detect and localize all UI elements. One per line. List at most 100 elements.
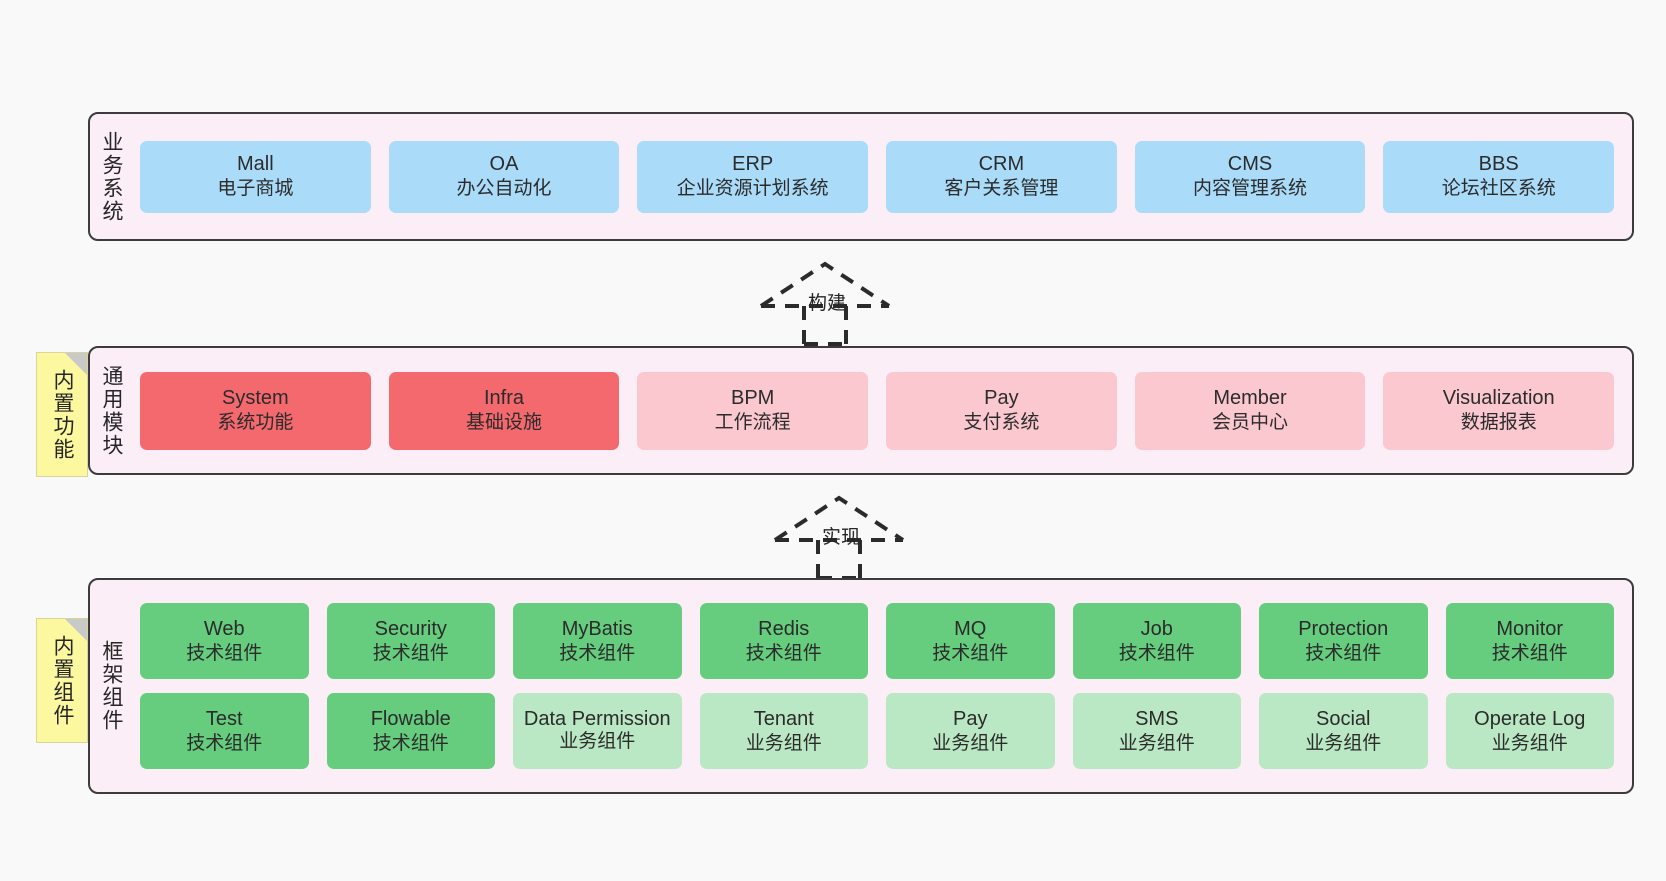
node-flowable[interactable]: Flowable 技术组件 (326, 693, 495, 769)
node-cn-label: 系统功能 (217, 412, 294, 434)
node-protection[interactable]: Protection 技术组件 (1259, 603, 1428, 679)
arrow-stem (802, 306, 848, 346)
node-en-label: Data Permission (523, 708, 671, 731)
layer-title-common: 通用模块 (100, 364, 124, 457)
node-cms[interactable]: CMS 内容管理系统 (1134, 140, 1366, 213)
node-cn-label: 基础设施 (466, 412, 543, 434)
note-builtin-components: 内置组件 (36, 618, 88, 743)
node-en-label: ERP (732, 153, 774, 176)
node-cn-label: 技术组件 (559, 642, 636, 664)
node-bpm[interactable]: BPM 工作流程 (637, 371, 869, 450)
node-erp[interactable]: ERP 企业资源计划系统 (637, 140, 869, 213)
node-cn-label: 企业资源计划系统 (676, 178, 829, 200)
node-cn-label: 工作流程 (714, 412, 791, 434)
layer-body-business: Mall 电子商城 OA 办公自动化 ERP 企业资源计划系统 CRM 客户关系… (132, 114, 1632, 239)
node-en-label: Member (1213, 387, 1287, 410)
node-test[interactable]: Test 技术组件 (140, 693, 309, 769)
node-security[interactable]: Security 技术组件 (326, 603, 495, 679)
node-en-label: Tenant (753, 707, 814, 730)
node-en-label: Job (1140, 617, 1173, 640)
node-cn-label: 支付系统 (963, 412, 1040, 434)
node-row: Mall 电子商城 OA 办公自动化 ERP 企业资源计划系统 CRM 客户关系… (140, 140, 1615, 213)
node-cn-label: 技术组件 (1305, 642, 1382, 664)
node-redis[interactable]: Redis 技术组件 (699, 603, 868, 679)
node-cn-label: 内容管理系统 (1193, 178, 1308, 200)
connector-implement: 实现 (771, 492, 911, 580)
node-cn-label: 技术组件 (186, 732, 263, 754)
node-system[interactable]: System 系统功能 (140, 371, 371, 450)
layer-body-framework: Web 技术组件 Security 技术组件 MyBatis 技术组件 Redi… (132, 580, 1632, 792)
node-pay[interactable]: Pay 支付系统 (886, 371, 1117, 450)
note-label: 内置组件 (51, 634, 75, 727)
node-tenant[interactable]: Tenant 业务组件 (699, 693, 868, 769)
layer-rows-business: Mall 电子商城 OA 办公自动化 ERP 企业资源计划系统 CRM 客户关系… (132, 140, 1622, 213)
layer-title-business: 业务系统 (100, 130, 124, 223)
node-en-label: BPM (731, 387, 775, 410)
node-social[interactable]: Social 业务组件 (1259, 693, 1428, 769)
node-job[interactable]: Job 技术组件 (1072, 603, 1241, 679)
node-cn-label: 技术组件 (1118, 642, 1195, 664)
node-operate-log[interactable]: Operate Log 业务组件 (1445, 693, 1614, 769)
node-en-label: Protection (1298, 617, 1389, 640)
node-row: System 系统功能 Infra 基础设施 BPM 工作流程 Pay 支付系统 (140, 371, 1615, 450)
node-cn-label: 技术组件 (372, 642, 449, 664)
node-cn-label: 数据报表 (1460, 412, 1537, 434)
node-en-label: CMS (1227, 153, 1273, 176)
connector-build-arrow (759, 261, 891, 346)
node-en-label: Security (374, 617, 447, 640)
node-en-label: Web (203, 617, 245, 640)
node-en-label: Pay (953, 707, 988, 730)
arrow-head-triangle-sides (759, 261, 891, 308)
node-cn-label: 业务组件 (1305, 732, 1382, 754)
node-mq[interactable]: MQ 技术组件 (886, 603, 1055, 679)
node-cn-label: 技术组件 (932, 642, 1009, 664)
node-visualization[interactable]: Visualization 数据报表 (1383, 371, 1615, 450)
arrow-head-triangle-sides (773, 495, 905, 542)
node-en-label: Monitor (1496, 617, 1564, 640)
node-bbs[interactable]: BBS 论坛社区系统 (1383, 140, 1615, 213)
node-cn-label: 客户关系管理 (944, 178, 1059, 200)
node-en-label: System (221, 387, 289, 410)
node-en-label: Visualization (1442, 387, 1555, 410)
node-infra[interactable]: Infra 基础设施 (388, 371, 620, 450)
layer-framework-components: 框架组件 Web 技术组件 Security 技术组件 MyBatis 技术组件 (88, 578, 1634, 794)
node-en-label: Flowable (370, 707, 451, 730)
connector-implement-label: 实现 (821, 527, 861, 548)
node-monitor[interactable]: Monitor 技术组件 (1445, 603, 1614, 679)
node-cn-label: 电子商城 (217, 178, 294, 200)
note-fold-corner-icon (65, 619, 87, 641)
node-cn-label: 技术组件 (1491, 642, 1568, 664)
layer-common-modules: 通用模块 System 系统功能 Infra 基础设施 BPM 工作流程 (88, 346, 1634, 475)
node-cn-label: 业务组件 (932, 732, 1009, 754)
node-en-label: Redis (758, 617, 810, 640)
layer-rows-framework: Web 技术组件 Security 技术组件 MyBatis 技术组件 Redi… (132, 603, 1622, 769)
node-en-label: Pay (984, 387, 1019, 410)
node-member[interactable]: Member 会员中心 (1134, 371, 1366, 450)
node-en-label: Infra (483, 387, 525, 410)
node-mall[interactable]: Mall 电子商城 (140, 140, 371, 213)
node-cn-label: 业务组件 (745, 732, 822, 754)
node-cn-label: 论坛社区系统 (1441, 178, 1556, 200)
note-builtin-features: 内置功能 (36, 352, 88, 477)
node-data-permission[interactable]: Data Permission 业务组件 (513, 693, 682, 769)
layer-business-systems: 业务系统 Mall 电子商城 OA 办公自动化 ERP 企业资源计划系统 (88, 112, 1634, 241)
node-en-label: Test (205, 707, 243, 730)
node-pay-component[interactable]: Pay 业务组件 (886, 693, 1055, 769)
node-oa[interactable]: OA 办公自动化 (388, 140, 620, 213)
note-label: 内置功能 (51, 368, 75, 461)
connector-build-label: 构建 (807, 293, 847, 314)
node-en-label: BBS (1478, 153, 1519, 176)
node-mybatis[interactable]: MyBatis 技术组件 (513, 603, 682, 679)
node-en-label: MyBatis (561, 617, 633, 640)
node-sms[interactable]: SMS 业务组件 (1072, 693, 1241, 769)
layer-title-framework: 框架组件 (100, 640, 124, 732)
node-cn-label: 业务组件 (1491, 732, 1568, 754)
node-en-label: OA (489, 153, 519, 176)
node-crm[interactable]: CRM 客户关系管理 (886, 140, 1117, 213)
node-web[interactable]: Web 技术组件 (140, 603, 309, 679)
node-row: Web 技术组件 Security 技术组件 MyBatis 技术组件 Redi… (140, 603, 1614, 679)
node-en-label: SMS (1135, 707, 1179, 730)
node-en-label: Operate Log (1474, 707, 1586, 730)
note-fold-corner-icon (65, 353, 87, 375)
